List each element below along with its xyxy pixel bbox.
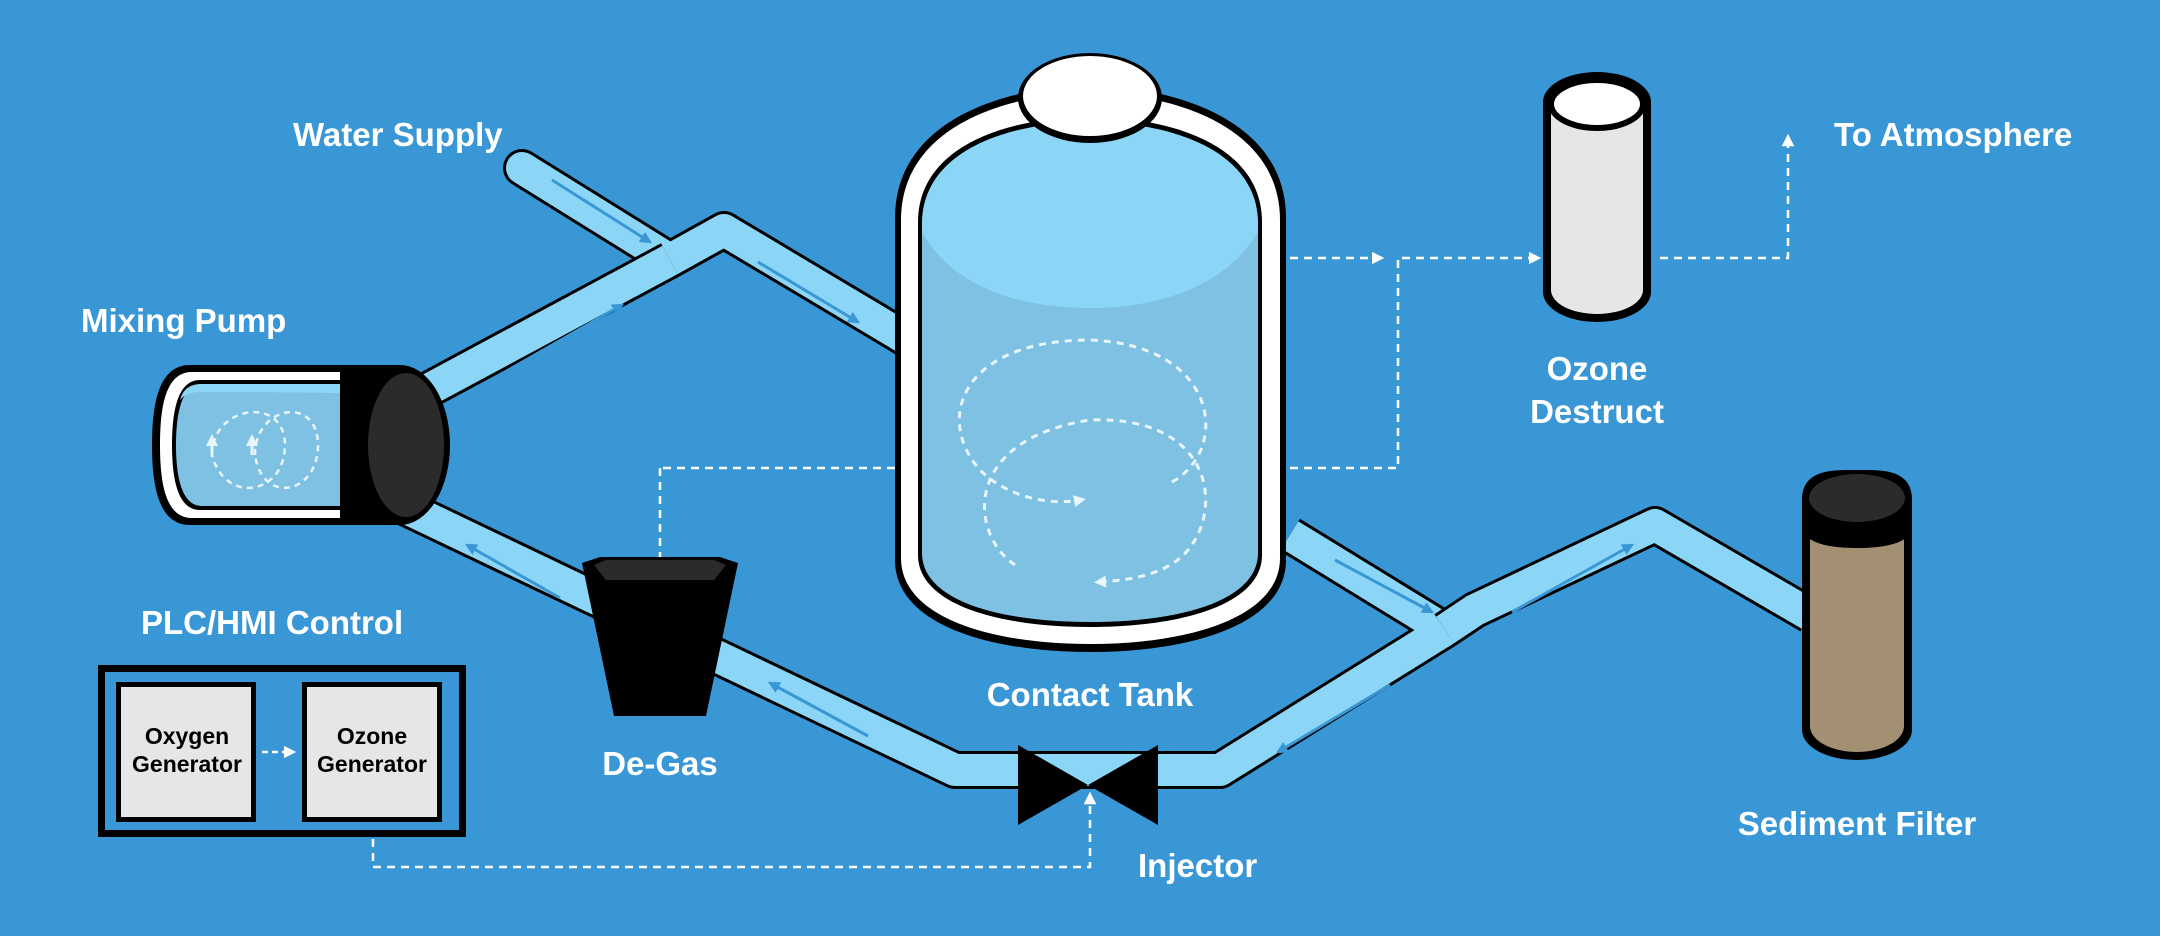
flow-arrow xyxy=(551,178,653,244)
flow-arrow xyxy=(757,260,861,324)
pipe-injector-loop xyxy=(391,487,1464,789)
label-mixing-pump: Mixing Pump xyxy=(81,302,286,339)
label-de-gas: De-Gas xyxy=(602,745,718,782)
label-plc-hmi-control: PLC/HMI Control xyxy=(141,604,403,641)
label-to-atmosphere: To Atmosphere xyxy=(1834,116,2072,153)
label-sediment-filter: Sediment Filter xyxy=(1738,805,1977,842)
control-to-injector-line xyxy=(371,791,1097,869)
mixing-pump-icon xyxy=(152,365,450,525)
ozone-generator-label-2: Generator xyxy=(317,751,427,777)
oxygen-generator-box xyxy=(116,682,256,822)
pipe-pump-out xyxy=(391,243,679,422)
sediment-filter-icon xyxy=(1802,469,1912,760)
flow-arrows xyxy=(464,178,1635,754)
flow-arrow xyxy=(464,543,561,600)
flow-arrow xyxy=(1511,543,1635,614)
plc-hmi-panel: Oxygen Generator Ozone Generator xyxy=(98,665,466,837)
ozone-generator-label-1: Ozone xyxy=(337,723,407,749)
flow-arrow xyxy=(1275,683,1391,754)
gas-lines xyxy=(371,133,1795,869)
flow-arrow xyxy=(1334,558,1435,614)
ozone-generator-box xyxy=(302,682,442,822)
component-labels: Water Supply Mixing Pump PLC/HMI Control… xyxy=(81,116,2072,884)
flow-arrow xyxy=(767,681,869,738)
label-ozone-destruct-2: Destruct xyxy=(1530,393,1664,430)
pipe-water-supply xyxy=(503,149,924,357)
pipe-network xyxy=(391,149,1820,789)
oxygen-generator-label-2: Generator xyxy=(132,751,242,777)
label-ozone-destruct-1: Ozone xyxy=(1547,350,1648,387)
swirl-arrows xyxy=(957,338,1208,588)
label-contact-tank: Contact Tank xyxy=(987,676,1194,713)
contact-tank-icon xyxy=(895,53,1286,652)
flow-arrow xyxy=(504,303,625,374)
de-gas-icon xyxy=(582,557,738,716)
label-injector: Injector xyxy=(1138,847,1257,884)
atmosphere-line xyxy=(1660,133,1795,260)
pipe-filter-line xyxy=(1434,506,1820,646)
ozone-destruct-icon xyxy=(1543,72,1651,322)
vent-collector-line xyxy=(1290,251,1542,470)
label-water-supply: Water Supply xyxy=(293,116,503,153)
injector-valve-icon xyxy=(1018,745,1158,825)
oxygen-generator-label-1: Oxygen xyxy=(145,723,229,749)
